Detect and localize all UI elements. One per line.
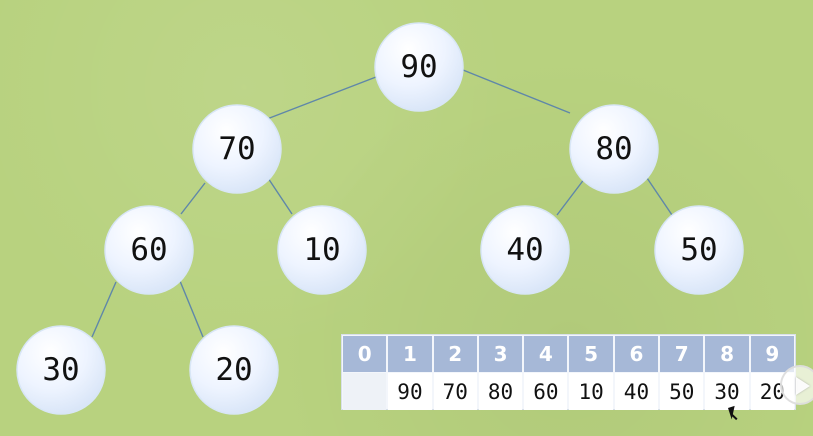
array-index-cell: 4 [524, 336, 568, 372]
play-button[interactable] [780, 365, 813, 405]
tree-node-root[interactable]: 90 [374, 22, 464, 112]
tree-node-left-left-left-circle [16, 325, 106, 415]
edge-root-right [462, 69, 571, 114]
array-value-cell: 90 [388, 373, 432, 410]
edge-left-left-child-right [179, 280, 204, 338]
array-value-cell-empty [343, 373, 387, 410]
tree-node-left-left-circle [104, 205, 194, 295]
array-index-cell: 7 [660, 336, 704, 372]
tree-node-right-right-circle [654, 205, 744, 295]
edge-right-right [646, 177, 673, 216]
array-index-cell: 5 [569, 336, 613, 372]
tree-edges [91, 69, 673, 338]
tree-node-left-right-value: 10 [303, 232, 340, 268]
play-icon [796, 377, 810, 395]
tree-node-left-left-left-value: 30 [42, 352, 79, 388]
tree-node-left-left-right[interactable]: 20 [189, 325, 279, 415]
tree-node-right-right-value: 50 [680, 232, 717, 268]
array-index-cell: 9 [750, 336, 794, 372]
edge-right-left [556, 177, 586, 216]
edge-root-left [266, 76, 377, 120]
array-index-cell: 2 [433, 336, 477, 372]
array-value-cell: 80 [478, 373, 523, 410]
array-value-cell: 10 [569, 373, 613, 410]
array-index-cell: 0 [343, 336, 387, 372]
tree-node-left-circle [192, 104, 282, 194]
tree-node-root-circle [374, 22, 464, 112]
tree-node-right-left[interactable]: 40 [480, 205, 570, 295]
tree-node-right-circle [569, 104, 659, 194]
array-value-cell: 60 [524, 373, 568, 410]
tree-node-left-left-left[interactable]: 30 [16, 325, 106, 415]
array-index-cell: 1 [388, 336, 432, 372]
array-value-cell: 40 [614, 373, 659, 410]
edge-left-right [267, 177, 293, 215]
heap-array-index-row: 0 1 2 3 4 5 6 7 8 9 [342, 336, 795, 372]
tree-node-left-value: 70 [218, 131, 255, 167]
heap-array-value-row: 90 70 80 60 10 40 50 30 20 [342, 373, 795, 410]
array-index-cell: 3 [478, 336, 523, 372]
array-value-cell: 50 [660, 373, 704, 410]
array-value-cell: 70 [433, 373, 477, 410]
edge-left-left-child-left [91, 281, 117, 338]
array-index-cell: 8 [705, 336, 749, 372]
tree-node-right-right[interactable]: 50 [654, 205, 744, 295]
tree-node-left-left-value: 60 [130, 232, 167, 268]
array-index-cell: 6 [614, 336, 659, 372]
array-value-cell: 30 [705, 373, 749, 410]
edge-left-left-left [180, 182, 206, 215]
tree-node-root-value: 90 [400, 49, 437, 85]
tree-node-right[interactable]: 80 [569, 104, 659, 194]
tree-node-left-left-right-value: 20 [215, 352, 252, 388]
tree-node-left-left[interactable]: 60 [104, 205, 194, 295]
tree-node-right-value: 80 [595, 131, 632, 167]
tree-node-left-right[interactable]: 10 [277, 205, 367, 295]
tree-node-right-left-value: 40 [506, 232, 543, 268]
tree-node-left-left-right-circle [189, 325, 279, 415]
heap-array-table: 0 1 2 3 4 5 6 7 8 9 90 70 80 60 10 40 50… [341, 334, 796, 410]
tree-node-right-left-circle [480, 205, 570, 295]
tree-node-left[interactable]: 70 [192, 104, 282, 194]
tree-node-left-right-circle [277, 205, 367, 295]
